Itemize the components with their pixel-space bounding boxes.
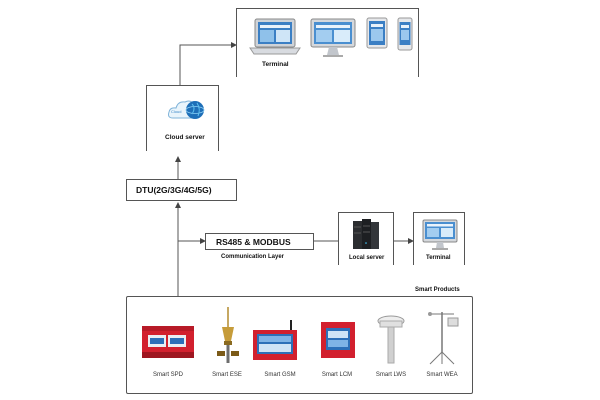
smart-products-title-outside: Smart Products bbox=[415, 287, 460, 293]
dtu-box: DTU(2G/3G/4G/5G) bbox=[126, 179, 237, 201]
product-label-gsm: Smart GSM bbox=[264, 372, 296, 378]
terminal-monitor-icon bbox=[422, 219, 458, 250]
lws-sensor-icon bbox=[377, 315, 405, 364]
top-terminal-label: Terminal bbox=[262, 61, 289, 68]
local-server-box: Local server bbox=[338, 212, 394, 265]
desktop-monitor-icon bbox=[310, 18, 356, 57]
product-label-lcm: Smart LCM bbox=[321, 372, 353, 378]
local-terminal-box: Terminal bbox=[413, 212, 465, 265]
cloud-to-terminal-line bbox=[179, 42, 237, 85]
top-terminal-panel: Terminal bbox=[236, 8, 419, 77]
laptop-icon bbox=[249, 18, 301, 55]
phone-icon bbox=[397, 17, 413, 51]
local-server-label: Local server bbox=[349, 255, 385, 261]
lcm-meter-icon bbox=[321, 322, 355, 358]
cloud-logo-text: Cloud bbox=[171, 109, 182, 114]
local-terminal-label: Terminal bbox=[426, 255, 451, 261]
comm-layer-label: Communication Layer bbox=[221, 254, 285, 260]
product-label-spd: Smart SPD bbox=[152, 372, 183, 378]
server-rack-icon bbox=[353, 219, 379, 249]
gsm-module-icon bbox=[253, 320, 297, 360]
product-label-wea: Smart WEA bbox=[426, 372, 458, 378]
dtu-label: DTU(2G/3G/4G/5G) bbox=[136, 185, 212, 195]
cloud-server-label: Cloud server bbox=[165, 134, 205, 141]
product-label-lws: Smart LWS bbox=[375, 372, 407, 378]
cloud-server-box: Cloud Cloud server bbox=[146, 85, 219, 151]
cloud-globe-icon bbox=[168, 100, 205, 119]
weather-station-icon bbox=[428, 312, 459, 365]
comm-protocol-box: RS485 & MODBUS bbox=[205, 233, 314, 250]
comm-protocol-label: RS485 & MODBUS bbox=[216, 236, 291, 247]
tablet-icon bbox=[366, 17, 388, 49]
product-label-ese: Smart ESE bbox=[212, 372, 242, 378]
spd-device-icon bbox=[142, 326, 194, 358]
lightning-rod-icon bbox=[217, 307, 239, 363]
